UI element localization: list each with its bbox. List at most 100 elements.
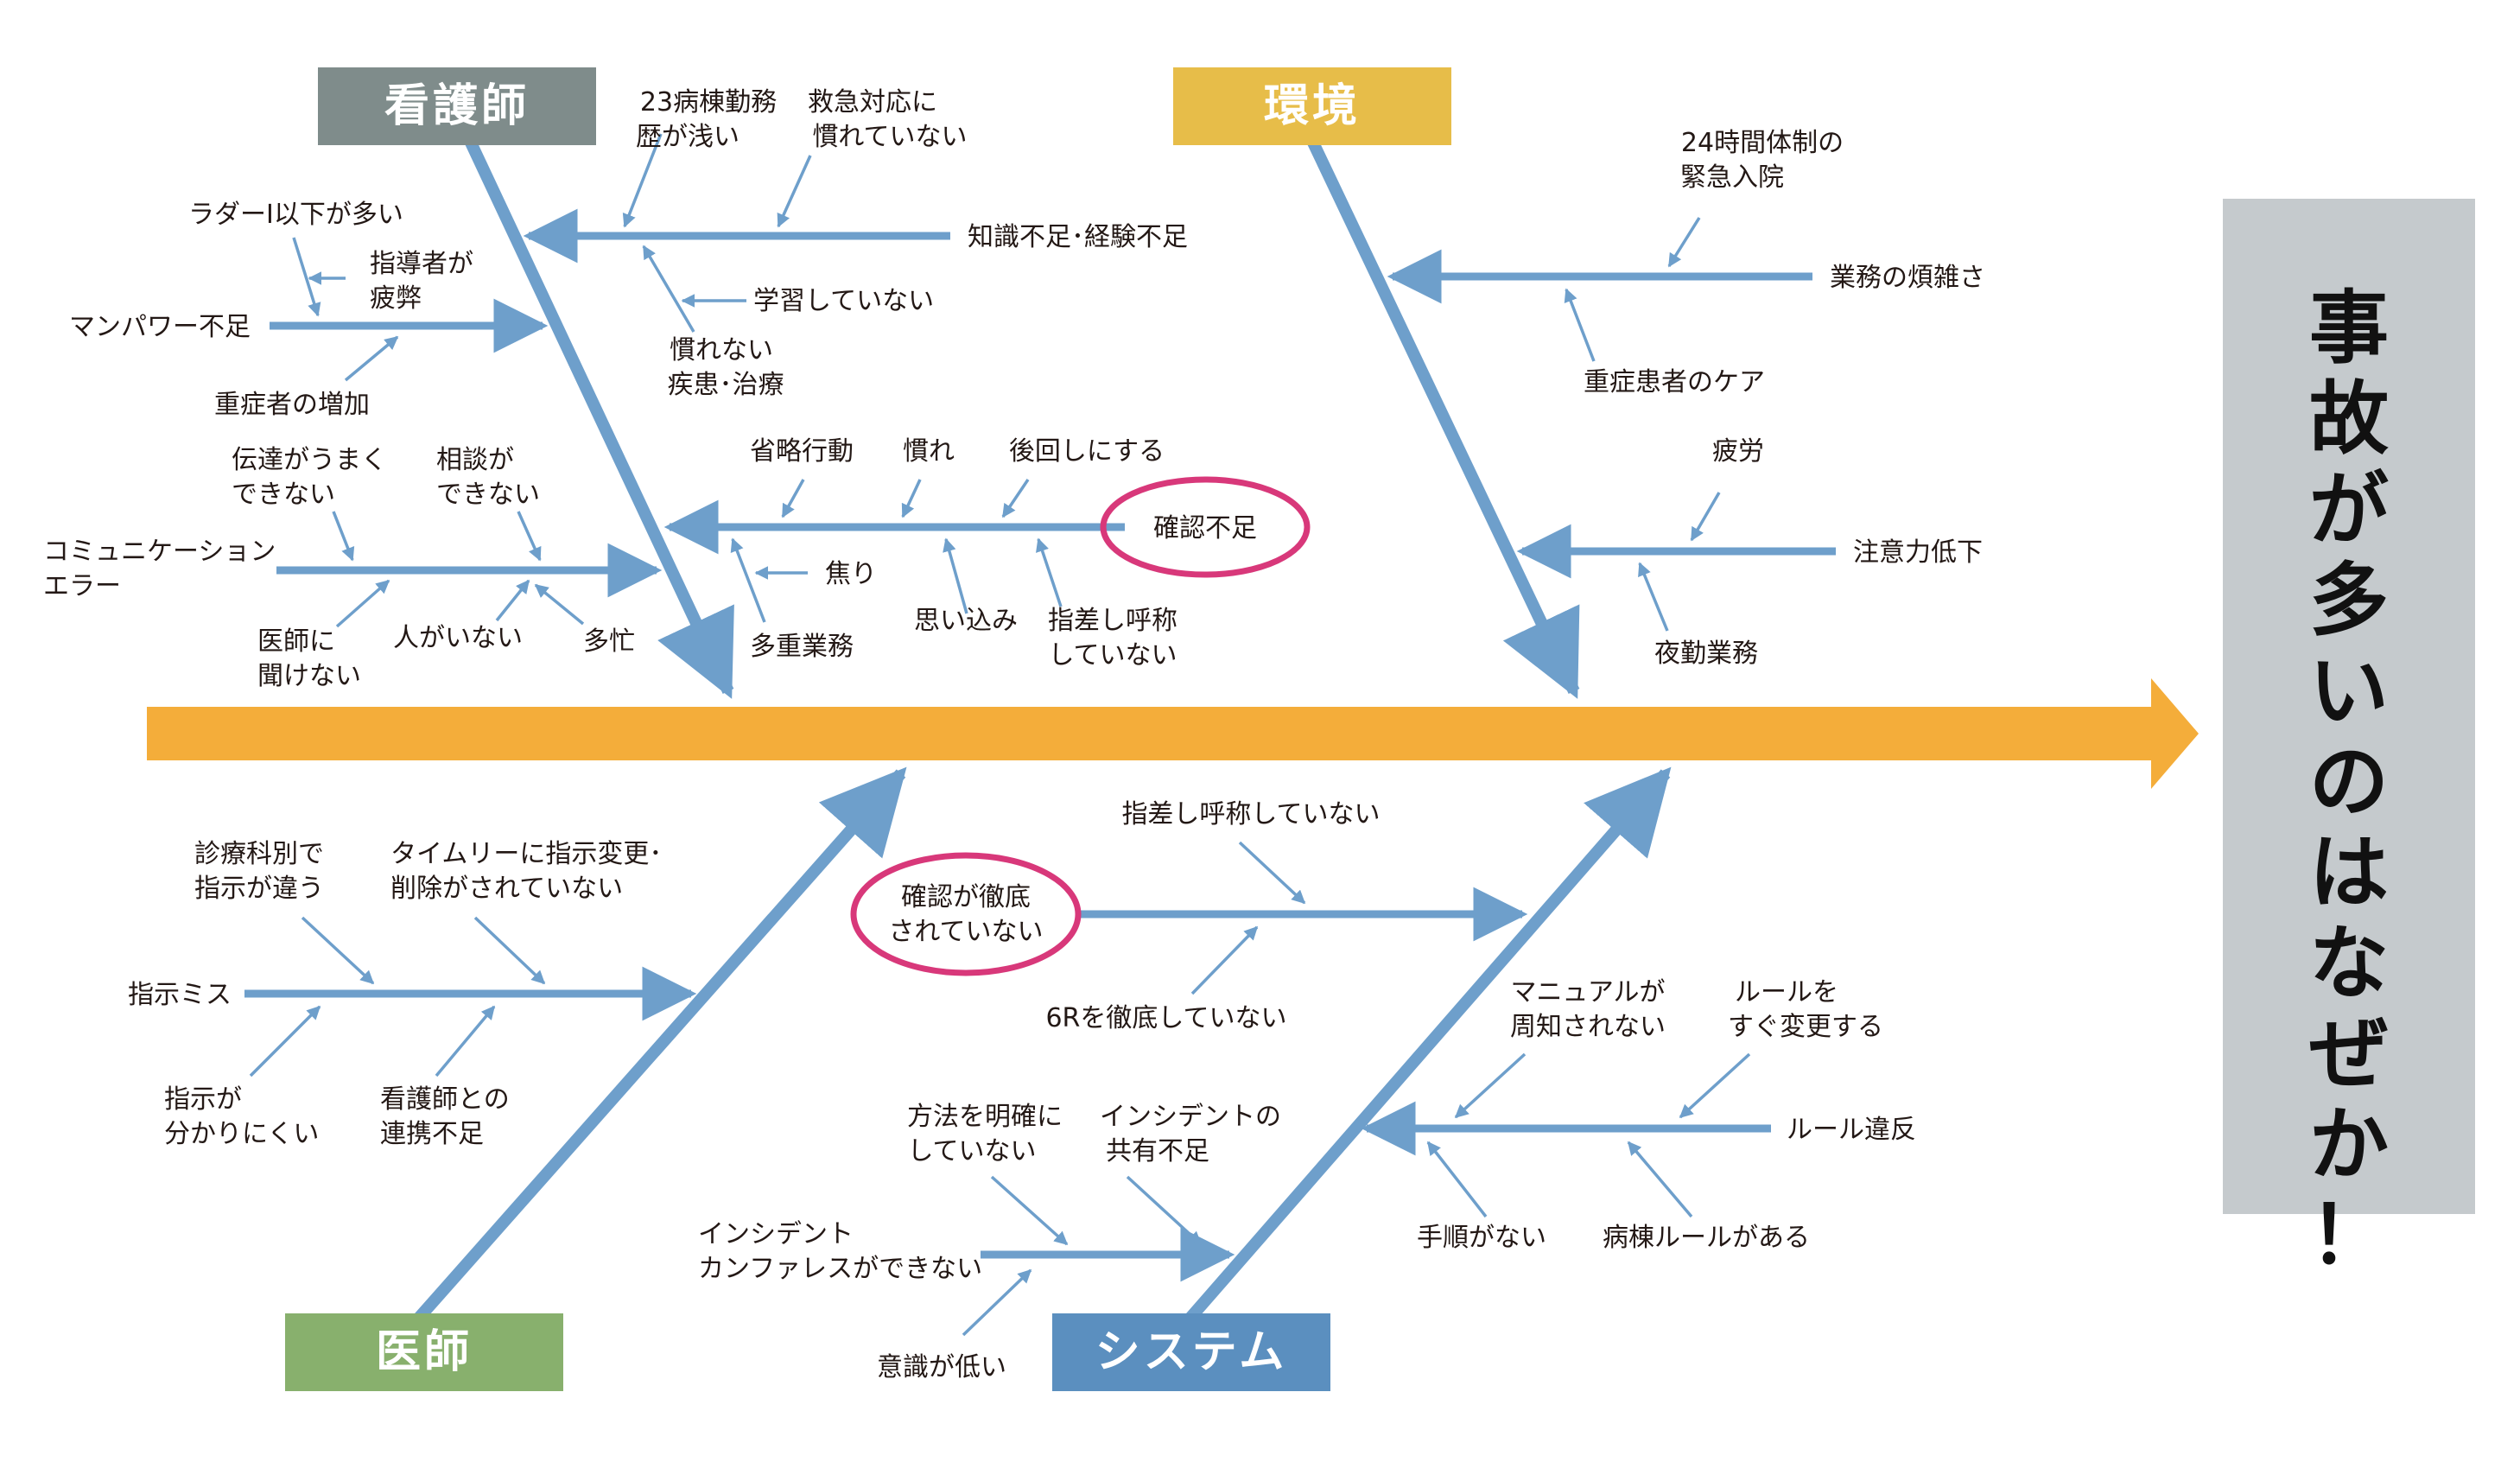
label-habituation: 慣れ bbox=[903, 436, 955, 467]
label-postpone: 後回しにする bbox=[1009, 436, 1165, 467]
label-incident-of: インシデントの bbox=[1100, 1102, 1281, 1132]
head-char: の bbox=[2309, 736, 2389, 829]
label-assumption: 思い込み bbox=[914, 606, 1018, 636]
label-change: すぐ変更する bbox=[1728, 1012, 1883, 1042]
head-char: い bbox=[2309, 645, 2389, 738]
label-not-studying: 学習していない bbox=[753, 286, 934, 316]
label-shallow: 歴が浅い bbox=[636, 122, 739, 152]
label-point-call-not: 指差し呼称していない bbox=[1121, 799, 1380, 830]
label-rule-violation: ルール違反 bbox=[1787, 1115, 1916, 1145]
label-incident: インシデント bbox=[698, 1219, 854, 1249]
small-arrows bbox=[249, 133, 1751, 1337]
main-spine bbox=[147, 678, 2199, 789]
label-emergency-admit: 緊急入院 bbox=[1680, 162, 1784, 193]
category-env-box: 環境 bbox=[1173, 67, 1451, 145]
label-tired: 疲労 bbox=[1712, 436, 1764, 467]
category-env-label: 環境 bbox=[1264, 80, 1361, 132]
category-doctor-label: 医師 bbox=[376, 1326, 473, 1378]
label-cannot2: できない bbox=[436, 480, 540, 510]
label-share: 共有不足 bbox=[1106, 1136, 1209, 1166]
label-cannot-ask: 聞けない bbox=[257, 661, 361, 691]
sub-bones bbox=[244, 208, 1836, 1282]
head-char: 故 bbox=[2309, 373, 2389, 466]
label-sys-check2: されていない bbox=[888, 917, 1043, 947]
label-sys-check1: 確認が徹底 bbox=[901, 882, 1031, 912]
head-char: 多 bbox=[2309, 555, 2389, 647]
label-disease: 疾患･治療 bbox=[668, 370, 784, 400]
label-method: 方法を明確に bbox=[907, 1102, 1063, 1132]
label-mentor: 指導者が bbox=[370, 249, 473, 279]
label-conference: カンファレスができない bbox=[698, 1254, 982, 1284]
label-severe-care: 重症患者のケア bbox=[1584, 367, 1765, 397]
label-point-call: 指差し呼称 bbox=[1048, 606, 1177, 636]
label-haste: 焦り bbox=[825, 559, 877, 589]
labels-nurse: 23病棟勤務 歴が浅い 救急対応に 慣れていない 知識不足･経験不足 学習してい… bbox=[43, 87, 1257, 691]
head-char: ぜ bbox=[2309, 1008, 2389, 1101]
head-char: な bbox=[2309, 918, 2389, 1010]
label-comm1: コミュニケーション bbox=[43, 537, 276, 567]
label-order: 指示が bbox=[164, 1084, 242, 1115]
label-check-shortage: 確認不足 bbox=[1153, 513, 1257, 543]
head-char: 事 bbox=[2309, 283, 2389, 375]
labels-system: 指差し呼称していない 確認が徹底 されていない 6Rを徹底していない 方法を明確… bbox=[698, 799, 1916, 1383]
label-multitask: 多重業務 bbox=[750, 632, 854, 662]
label-not-known: 周知されない bbox=[1510, 1012, 1666, 1042]
bone-env bbox=[1307, 139, 1580, 699]
label-rule: ルールを bbox=[1735, 977, 1838, 1008]
category-system-box: システム bbox=[1052, 1313, 1330, 1391]
label-cannot1: できない bbox=[232, 480, 335, 510]
label-24h: 24時間体制の bbox=[1681, 128, 1844, 158]
head-char: が bbox=[2309, 464, 2389, 556]
label-not-deleted: 削除がされていない bbox=[390, 874, 623, 904]
category-system-label: システム bbox=[1095, 1326, 1287, 1378]
label-severe-increase: 重症者の増加 bbox=[214, 390, 370, 420]
label-unfamiliar: 慣れない bbox=[670, 335, 773, 366]
head-box bbox=[2223, 199, 2475, 1214]
label-fatigue: 疲弊 bbox=[370, 283, 422, 314]
label-awareness: 意識が低い bbox=[877, 1352, 1006, 1383]
label-diff-orders: 指示が違う bbox=[194, 874, 324, 904]
label-manual: マニュアルが bbox=[1510, 977, 1665, 1008]
label-ladder: ラダーⅠ以下が多い bbox=[188, 200, 403, 230]
label-23ward: 23病棟勤務 bbox=[640, 87, 777, 118]
labels-doctor: 診療科別で 指示が違う タイムリーに指示変更･ 削除がされていない 指示ミス 指… bbox=[128, 839, 662, 1149]
label-comm2: エラー bbox=[43, 571, 121, 601]
label-ward-rule: 病棟ルールがある bbox=[1603, 1223, 1810, 1253]
head-char: か bbox=[2309, 1099, 2389, 1192]
label-complexity: 業務の煩雑さ bbox=[1830, 263, 1985, 293]
label-by-dept: 診療科別で bbox=[194, 839, 324, 869]
label-ask-doctor: 医師に bbox=[257, 626, 335, 657]
head-char: ！ bbox=[2309, 1190, 2389, 1282]
label-not-clear: していない bbox=[907, 1136, 1036, 1166]
label-omission: 省略行動 bbox=[750, 436, 854, 467]
highlight-circle-check bbox=[1100, 476, 1311, 578]
label-no-procedure: 手順がない bbox=[1417, 1223, 1546, 1253]
label-attention: 注意力低下 bbox=[1853, 537, 1983, 568]
labels-env: 24時間体制の 緊急入院 業務の煩雑さ 重症患者のケア 疲労 注意力低下 夜勤業… bbox=[1584, 128, 1985, 669]
label-order-miss: 指示ミス bbox=[128, 980, 232, 1010]
label-knowledge: 知識不足･経験不足 bbox=[968, 222, 1188, 252]
label-coord: 連携不足 bbox=[380, 1119, 484, 1149]
label-unclear: 分かりにくい bbox=[164, 1119, 319, 1149]
label-busy: 多忙 bbox=[583, 626, 635, 657]
bone-nurse bbox=[465, 140, 734, 699]
label-night-shift: 夜勤業務 bbox=[1654, 639, 1758, 669]
bone-system bbox=[1185, 766, 1672, 1322]
category-nurse-label: 看護師 bbox=[384, 80, 530, 132]
label-6r: 6Rを徹底していない bbox=[1045, 1003, 1286, 1033]
label-emergency: 救急対応に bbox=[808, 87, 937, 118]
label-not-used: 慣れていない bbox=[812, 122, 967, 152]
label-convey: 伝達がうまく bbox=[232, 445, 387, 475]
major-bones bbox=[414, 139, 1672, 1322]
head-char: は bbox=[2309, 827, 2389, 919]
label-no-people: 人がいない bbox=[393, 623, 523, 653]
highlight-circle-sys-check bbox=[850, 852, 1082, 976]
label-not-doing: していない bbox=[1048, 640, 1177, 671]
label-manpower: マンパワー不足 bbox=[69, 312, 251, 342]
label-timely: タイムリーに指示変更･ bbox=[390, 839, 662, 869]
category-doctor-box: 医師 bbox=[285, 1313, 563, 1391]
label-consult: 相談が bbox=[436, 445, 514, 475]
label-with-nurse: 看護師との bbox=[380, 1084, 510, 1115]
